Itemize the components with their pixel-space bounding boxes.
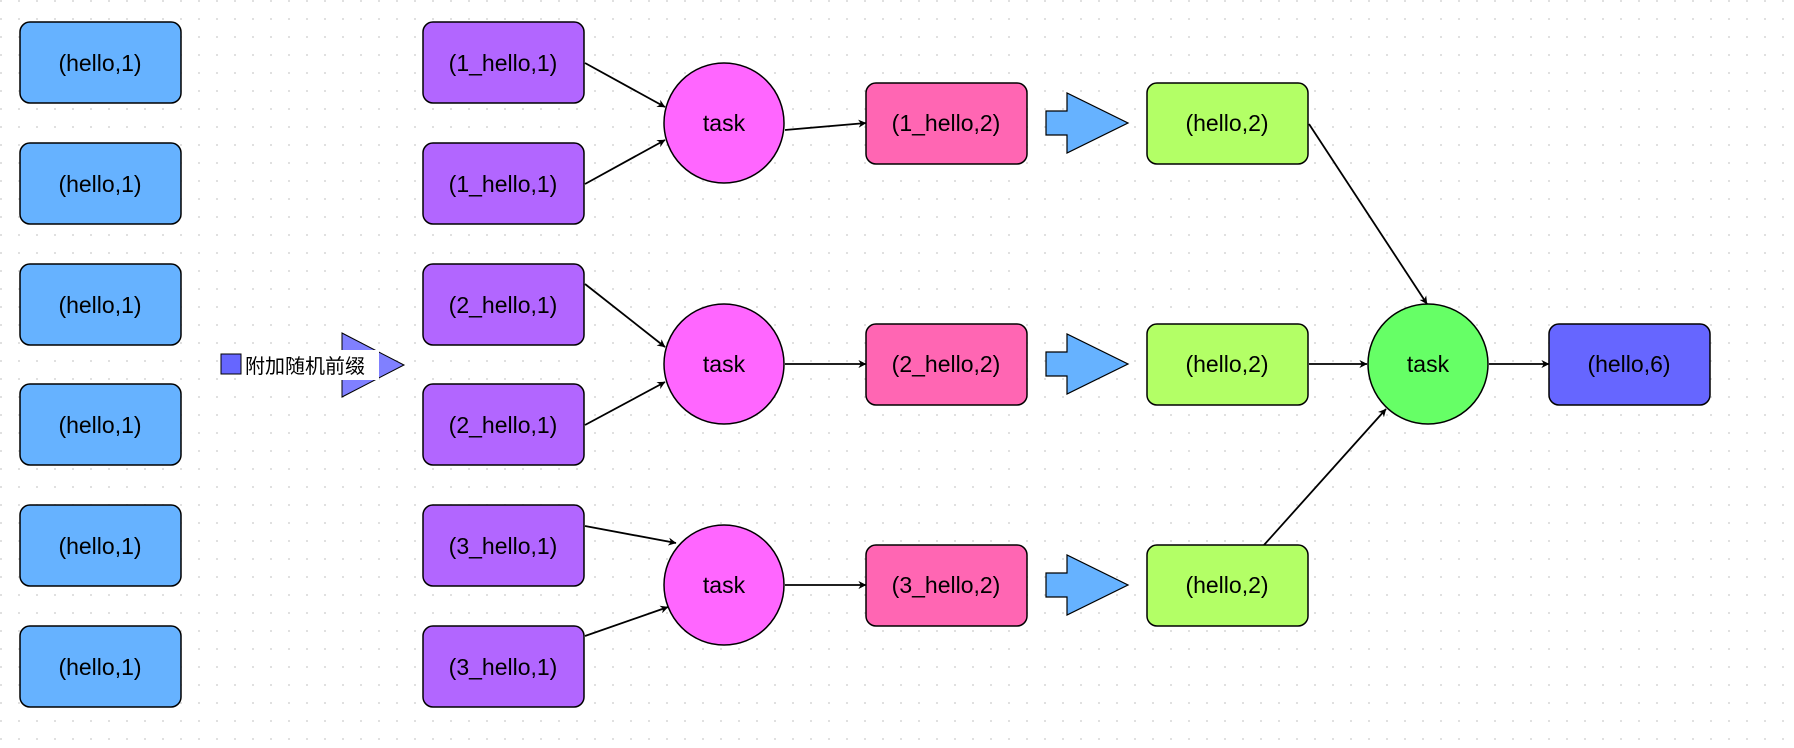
task-node[interactable]: task bbox=[663, 303, 785, 425]
stripped-to-global-edges bbox=[1263, 123, 1428, 546]
prefixed-node-label: (3_hello,1) bbox=[449, 533, 558, 559]
source-node[interactable]: (hello,1) bbox=[19, 142, 182, 225]
legend-label-bg bbox=[243, 350, 379, 380]
edge-arrow bbox=[784, 119, 867, 131]
prefixed-node[interactable]: (3_hello,1) bbox=[422, 625, 585, 708]
edge-arrow bbox=[584, 283, 666, 348]
task-node-label: task bbox=[703, 572, 746, 598]
source-node-label: (hello,1) bbox=[58, 292, 141, 318]
source-node-label: (hello,1) bbox=[58, 412, 141, 438]
edge-arrow bbox=[584, 525, 677, 546]
prefixed-node-label: (2_hello,1) bbox=[449, 292, 558, 318]
edge-arrow bbox=[584, 605, 669, 637]
block-arrow-icon bbox=[1045, 92, 1130, 154]
block-arrow-icon bbox=[1045, 554, 1130, 616]
prefixed-node[interactable]: (3_hello,1) bbox=[422, 504, 585, 587]
source-node-label: (hello,1) bbox=[58, 533, 141, 559]
partial-result-node[interactable]: (1_hello,2) bbox=[865, 82, 1028, 165]
partial-result-label: (2_hello,2) bbox=[892, 351, 1001, 377]
block-arrow-icon bbox=[1045, 333, 1130, 395]
task-to-partial-edges bbox=[784, 119, 867, 589]
source-node-label: (hello,1) bbox=[58, 171, 141, 197]
local-task-column: task task task bbox=[663, 62, 785, 646]
prefixed-node[interactable]: (1_hello,1) bbox=[422, 142, 585, 225]
stripped-result-label: (hello,2) bbox=[1185, 351, 1268, 377]
prefixed-node-label: (1_hello,1) bbox=[449, 50, 558, 76]
partial-result-label: (3_hello,2) bbox=[892, 572, 1001, 598]
source-node[interactable]: (hello,1) bbox=[19, 625, 182, 708]
task-node-label: task bbox=[703, 110, 746, 136]
prefixed-node[interactable]: (2_hello,1) bbox=[422, 263, 585, 346]
edge-arrow bbox=[1263, 408, 1387, 546]
prefixed-column: (1_hello,1) (1_hello,1) (2_hello,1) (2_h… bbox=[422, 21, 585, 708]
stripped-result-label: (hello,2) bbox=[1185, 110, 1268, 136]
task-node[interactable]: task bbox=[663, 524, 785, 646]
final-result-node[interactable]: (hello,6) bbox=[1548, 323, 1711, 406]
partial-result-label: (1_hello,2) bbox=[892, 110, 1001, 136]
source-column: (hello,1) (hello,1) (hello,1) (hello,1) … bbox=[19, 21, 182, 708]
stripped-column: (hello,2) (hello,2) (hello,2) bbox=[1146, 82, 1309, 627]
prefixed-node[interactable]: (1_hello,1) bbox=[422, 21, 585, 104]
prefix-legend: 附加随机前缀 bbox=[220, 332, 406, 398]
block-arrows bbox=[1045, 92, 1130, 616]
source-node[interactable]: (hello,1) bbox=[19, 383, 182, 466]
prefixed-node-label: (3_hello,1) bbox=[449, 654, 558, 680]
prefixed-to-task-edges bbox=[584, 62, 677, 637]
stripped-result-node[interactable]: (hello,2) bbox=[1146, 82, 1309, 165]
stripped-result-node[interactable]: (hello,2) bbox=[1146, 544, 1309, 627]
source-node-label: (hello,1) bbox=[58, 654, 141, 680]
prefixed-node-label: (2_hello,1) bbox=[449, 412, 558, 438]
partial-column: (1_hello,2) (2_hello,2) (3_hello,2) bbox=[865, 82, 1028, 627]
task-node-label: task bbox=[703, 351, 746, 377]
source-node[interactable]: (hello,1) bbox=[19, 263, 182, 346]
final-result-label: (hello,6) bbox=[1587, 351, 1670, 377]
stripped-result-node[interactable]: (hello,2) bbox=[1146, 323, 1309, 406]
source-node-label: (hello,1) bbox=[58, 50, 141, 76]
global-task-node[interactable]: task bbox=[1367, 303, 1489, 425]
edge-arrow bbox=[1308, 123, 1428, 305]
edge-arrow bbox=[584, 62, 666, 108]
source-node[interactable]: (hello,1) bbox=[19, 21, 182, 104]
edge-arrow bbox=[584, 139, 666, 185]
stripped-result-label: (hello,2) bbox=[1185, 572, 1268, 598]
source-node[interactable]: (hello,1) bbox=[19, 504, 182, 587]
prefixed-node[interactable]: (2_hello,1) bbox=[422, 383, 585, 466]
partial-result-node[interactable]: (3_hello,2) bbox=[865, 544, 1028, 627]
legend-marker bbox=[220, 353, 242, 375]
edge-arrow bbox=[584, 381, 666, 426]
partial-result-node[interactable]: (2_hello,2) bbox=[865, 323, 1028, 406]
global-task-label: task bbox=[1407, 351, 1450, 377]
task-node[interactable]: task bbox=[663, 62, 785, 184]
legend-label: 附加随机前缀 bbox=[245, 354, 365, 378]
prefixed-node-label: (1_hello,1) bbox=[449, 171, 558, 197]
